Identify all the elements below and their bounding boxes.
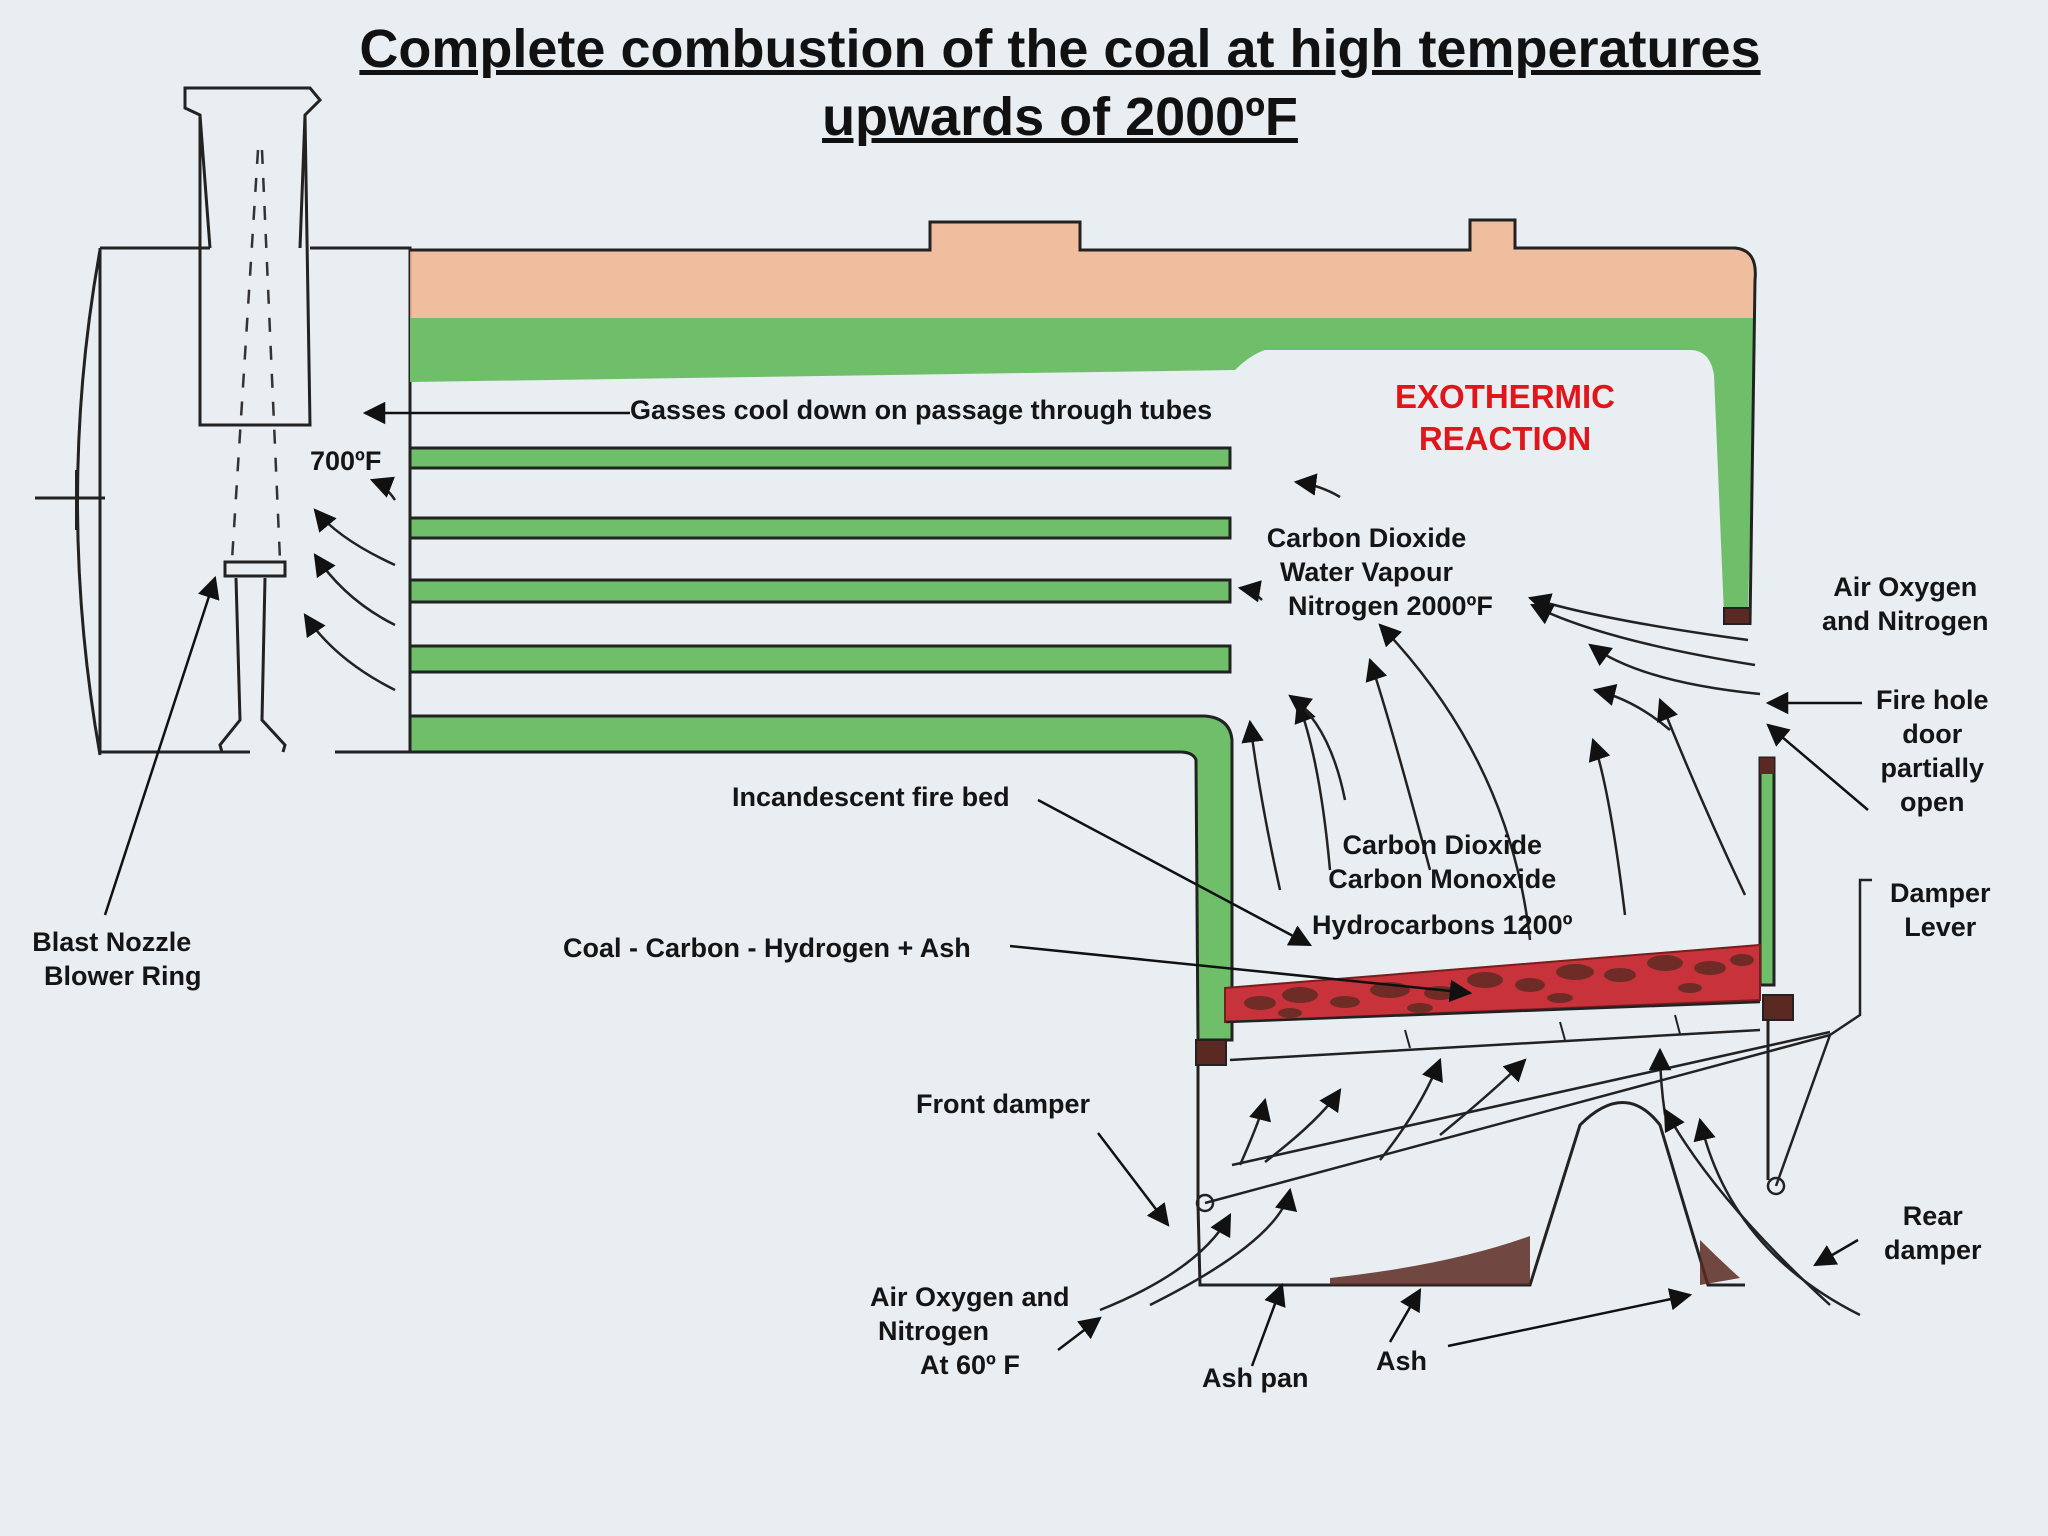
fire-tubes (408, 446, 1232, 674)
label-ash: Ash (1376, 1346, 1428, 1376)
label-exothermic: EXOTHERMIC REACTION (1395, 378, 1616, 457)
label-flue-gases: Carbon Dioxide Water Vapour Nitrogen 200… (1266, 523, 1493, 621)
ash-pile-right (1700, 1240, 1740, 1285)
leader-arrows (103, 401, 1869, 1367)
firebox-rear-wall (1758, 756, 1776, 987)
fire-tube (408, 644, 1232, 674)
label-700f: 700ºF (310, 446, 382, 476)
label-coal: Coal - Carbon - Hydrogen + Ash (563, 933, 971, 963)
ash-pile-left (1330, 1236, 1530, 1285)
title-line-1: Complete combustion of the coal at high … (359, 19, 1761, 79)
water-space (410, 318, 1755, 615)
label-rear-damper: Rear damper (1884, 1201, 1982, 1265)
label-air-top: Air Oxygen and Nitrogen (1822, 572, 1989, 636)
coal-lumps (1244, 954, 1754, 1018)
damper-rods (1204, 878, 1872, 1205)
smokebox-door (76, 249, 102, 756)
label-damper-lever: Damper Lever (1890, 878, 1991, 942)
gas-flow-arrows (303, 473, 1861, 1317)
steam-space (410, 220, 1756, 318)
label-front-damper: Front damper (916, 1089, 1091, 1119)
rear-damper-pivot (1766, 1176, 1786, 1196)
chimney (183, 86, 323, 249)
blast-pipe (218, 577, 287, 753)
label-blast-nozzle: Blast Nozzle Blower Ring (32, 927, 202, 991)
smokebox (98, 246, 412, 754)
title-line-2: upwards of 2000ºF (822, 87, 1298, 147)
label-gasses: Gasses cool down on passage through tube… (630, 395, 1213, 425)
firebox-front-wall (408, 714, 1234, 1042)
label-fire-bed: Incandescent fire bed (732, 782, 1010, 812)
fire-tube (408, 578, 1232, 604)
label-fire-hole-door: Fire hole door partially open (1876, 685, 1989, 817)
grate (1225, 1000, 1761, 1062)
label-air-bottom: Air Oxygen and Nitrogen At 60º F (870, 1282, 1070, 1380)
front-damper-pivot (1195, 1193, 1215, 1213)
fire-tube (408, 516, 1232, 540)
label-bed-gases: Carbon Dioxide Carbon Monoxide Hydrocarb… (1312, 830, 1573, 940)
label-ash-pan: Ash pan (1202, 1363, 1309, 1393)
blower-ring-shape (223, 560, 287, 578)
exhaust-cone (230, 149, 282, 561)
fire-tube (408, 446, 1232, 470)
